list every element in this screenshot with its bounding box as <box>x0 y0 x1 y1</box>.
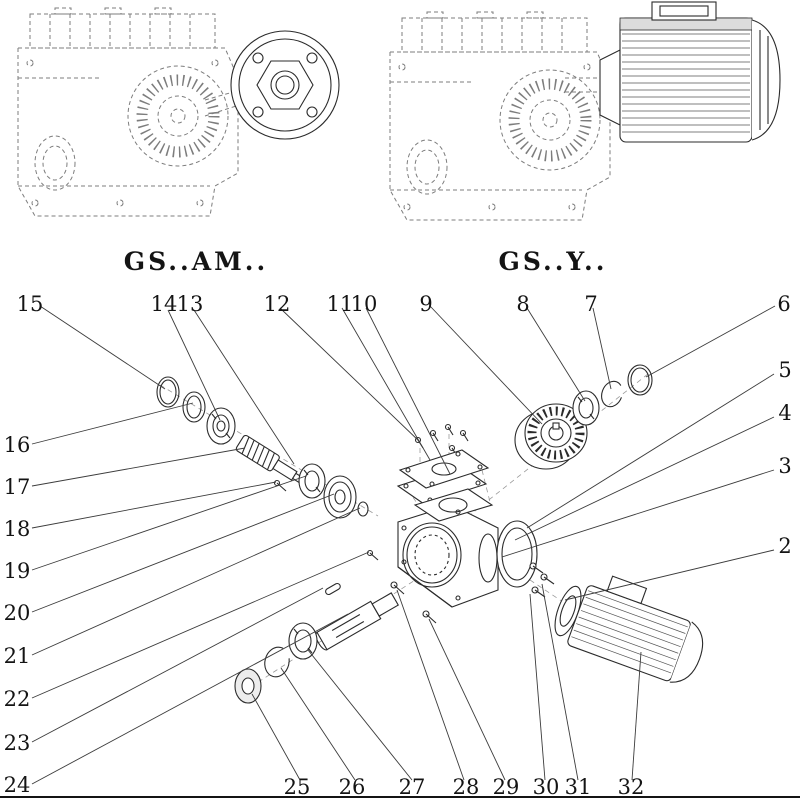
ring-16 <box>182 391 206 423</box>
screw-22 <box>366 549 379 561</box>
part-number-13: 13 <box>177 292 204 316</box>
shim-disc-20 <box>323 475 357 519</box>
part-number-23: 23 <box>4 731 31 755</box>
part-number-25: 25 <box>284 775 311 799</box>
part-number-24: 24 <box>4 773 31 797</box>
motor-exploded-32 <box>554 575 704 683</box>
ring-21 <box>357 501 369 517</box>
part-number-16: 16 <box>4 433 31 457</box>
part-number-18: 18 <box>4 517 31 541</box>
terminal-box-exploded <box>606 575 648 605</box>
part-number-11: 11 <box>327 292 354 316</box>
part-number-6: 6 <box>777 292 790 316</box>
screw-28 <box>390 581 405 595</box>
exploded-view <box>156 364 704 704</box>
part-number-4: 4 <box>778 401 791 425</box>
part-number-5: 5 <box>778 358 791 382</box>
part-number-20: 20 <box>4 601 31 625</box>
snap-ring-26 <box>264 646 290 678</box>
gearbox-y-view <box>390 1 781 220</box>
gearbox-am-view <box>18 8 340 216</box>
part-number-30: 30 <box>533 775 560 799</box>
motor-bolts-30-31 <box>529 562 555 598</box>
screw-29 <box>422 610 437 624</box>
fan-cover <box>751 19 781 141</box>
part-number-32: 32 <box>618 775 645 799</box>
part-number-19: 19 <box>4 559 31 583</box>
part-number-27: 27 <box>399 775 426 799</box>
bearing-8 <box>572 390 600 426</box>
part-number-7: 7 <box>584 292 597 316</box>
label-gs-am: GS..AM.. <box>124 247 268 276</box>
part-number-21: 21 <box>4 644 31 668</box>
motor-assembled <box>565 1 781 143</box>
output-shaft-24 <box>315 592 399 651</box>
callout-numbers: 15 14 13 12 11 10 9 8 7 6 16 17 18 19 20… <box>4 292 792 799</box>
washer-25 <box>234 668 262 704</box>
snap-ring-7 <box>601 380 623 408</box>
worm-shaft-17 <box>235 434 304 484</box>
ring-6 <box>627 364 653 396</box>
part-number-8: 8 <box>516 292 529 316</box>
leader-lines <box>31 305 776 785</box>
part-number-15: 15 <box>17 292 44 316</box>
part-number-12: 12 <box>264 292 291 316</box>
bearing-14 <box>206 407 236 445</box>
part-number-3: 3 <box>778 454 791 478</box>
part-number-28: 28 <box>453 775 480 799</box>
helical-gear-9 <box>514 403 588 470</box>
terminal-box <box>651 1 717 21</box>
part-number-26: 26 <box>339 775 366 799</box>
part-number-22: 22 <box>4 687 31 711</box>
part-number-17: 17 <box>4 475 31 499</box>
bearing-27 <box>288 622 318 660</box>
output-flange <box>204 30 340 140</box>
part-number-2: 2 <box>778 534 791 558</box>
part-number-10: 10 <box>351 292 378 316</box>
label-gs-y: GS..Y.. <box>499 247 608 276</box>
part-number-31: 31 <box>565 775 592 799</box>
bearing-19 <box>298 463 326 499</box>
part-number-14: 14 <box>151 292 178 316</box>
seal-ring-15 <box>156 376 180 408</box>
part-number-9: 9 <box>419 292 432 316</box>
housing-1 <box>397 488 499 608</box>
key-pin-23 <box>325 582 341 596</box>
part-number-29: 29 <box>493 775 520 799</box>
flange-ring-4 <box>496 520 538 588</box>
